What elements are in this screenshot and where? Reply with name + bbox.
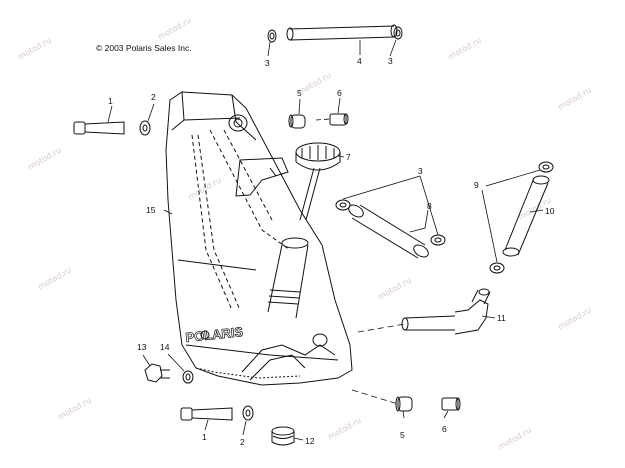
bolt [180,407,233,421]
hose-clamp [335,199,351,211]
callout-3: 3 [265,58,270,68]
callout-1: 1 [108,96,113,106]
watermark: motod.ru [327,416,363,442]
watermark: motod.ru [17,36,53,62]
callout-1: 1 [202,432,207,442]
polaris-logo: POLARIS [185,324,244,345]
oil-tank [165,91,353,386]
callouts: 1 2 3 4 3 5 6 7 3 8 9 10 11 13 14 15 1 2… [108,56,555,447]
vent-hose [502,175,550,257]
callout-9: 9 [474,180,479,190]
washer [139,120,151,136]
drain-bolt [144,363,170,383]
hose-clamp [538,161,554,173]
hose-middle [348,204,429,259]
watermark-layer: motod.ru motod.ru motod.ru motod.ru moto… [17,16,593,452]
callout-2: 2 [151,92,156,102]
copyright-text: © 2003 Polaris Sales Inc. [96,43,192,53]
callout-13: 13 [137,342,147,352]
callout-14: 14 [160,342,170,352]
leader-lines [107,39,544,441]
callout-3: 3 [418,166,423,176]
callout-10: 10 [545,206,555,216]
watermark: motod.ru [377,276,413,302]
hose-clamp [393,26,403,40]
callout-15: 15 [146,205,156,215]
bolt [73,121,125,135]
callout-3: 3 [388,56,393,66]
callout-6: 6 [337,88,342,98]
callout-11: 11 [497,313,506,323]
callout-2: 2 [240,437,245,447]
watermark: motod.ru [497,426,533,452]
watermark: motod.ru [447,36,483,62]
callout-8: 8 [427,201,432,211]
callout-4: 4 [357,56,362,66]
drain-washer [182,370,194,384]
watermark: motod.ru [37,266,73,292]
hose-clamp [430,234,446,246]
fitting [329,113,349,126]
callout-12: 12 [305,436,315,446]
watermark: motod.ru [297,71,333,97]
callout-5: 5 [400,430,405,440]
plug [271,426,295,446]
callout-5: 5 [297,88,302,98]
grommet [288,114,306,129]
washer [242,405,254,421]
grommet [395,396,413,412]
watermark: motod.ru [57,396,93,422]
fitting [441,397,461,411]
callout-7: 7 [346,152,351,162]
elbow-fitting [401,288,491,335]
callout-6: 6 [442,424,447,434]
watermark: motod.ru [27,146,63,172]
hose-top [286,24,398,41]
watermark: motod.ru [157,16,193,42]
watermark: motod.ru [557,306,593,332]
watermark: motod.ru [557,86,593,112]
hose-clamp [489,262,505,274]
hose-clamp [267,29,277,43]
dipstick-cap [295,142,341,221]
